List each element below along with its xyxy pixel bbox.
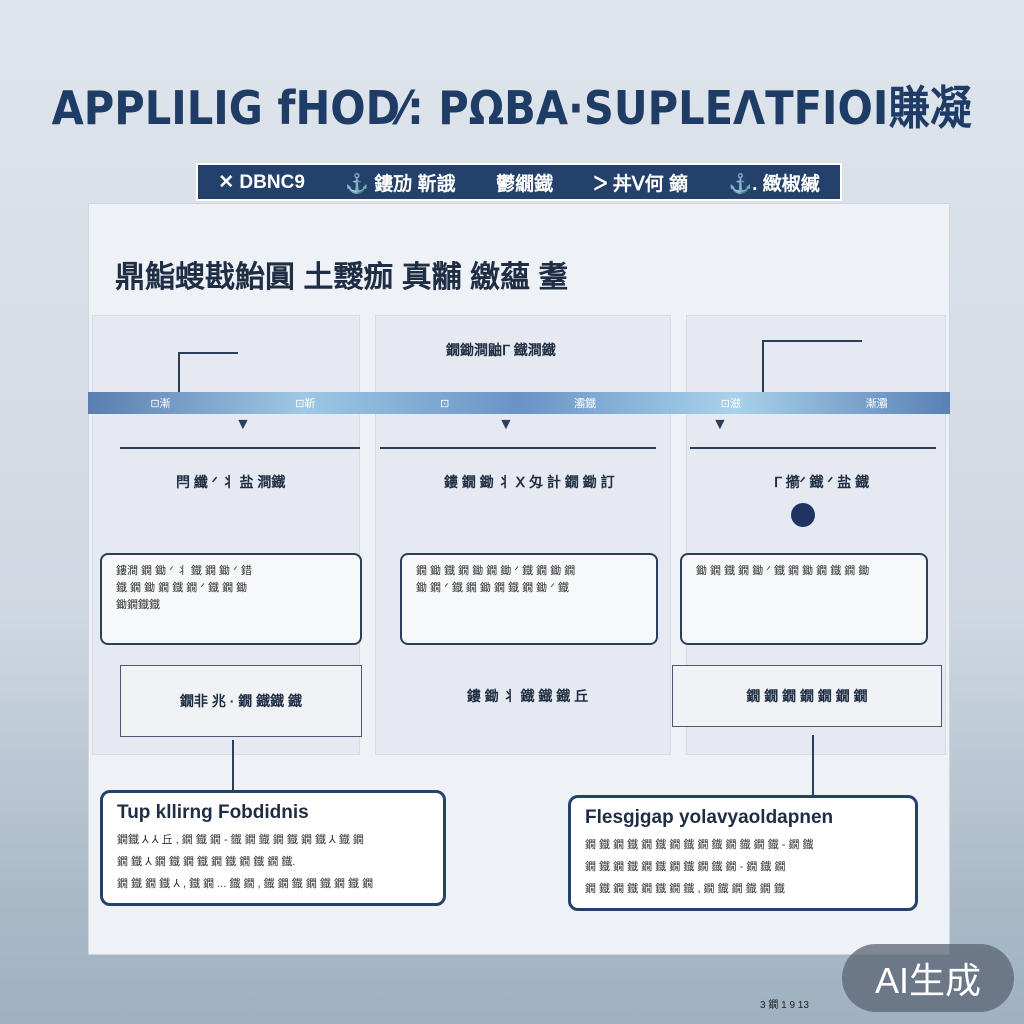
box-text: 鋤 鐗 鐡 鐗 鋤 ᐟ 鐡 鐗 鋤 鐗 鐡 鐗 鋤 — [696, 565, 870, 577]
banner-item: ⚓. 緻椒緘 — [728, 173, 820, 195]
bar-label: ⊡ — [440, 397, 450, 410]
box-text: 鋤鐗鐡鐡 — [116, 599, 160, 611]
summary-text: 鐗 鐡 ⅄ 鐗 鐡 鐗 鐡 鐗 鐡 鐗 鐡 鐗 鐡. — [117, 856, 296, 868]
summary-title: Flesgjgap yolavyaoldapnen — [585, 807, 834, 828]
bar-label: ⊡漸 — [150, 398, 171, 410]
connector — [762, 340, 862, 342]
banner: ✕ DBNC9 ⚓ 鏤劢 靳誐 鬱繝鐡 ᐳ 丼Ⅴ何 鏑 ⚓. 緻椒緘 — [196, 163, 842, 201]
summary-text: 鐗 鐡 鐗 鐡 鐗 鐡 鐗 鐡 鐗 鐡 鐗 鐡 鐗 鐡 - 鐗 鐡 — [585, 839, 814, 851]
box-text: 鏤澗 鐗 鋤 ᐟ 丬 鐡 鐗 鋤 ᐟ 錯 — [116, 565, 252, 577]
bar-label: 漸灞 — [865, 398, 888, 410]
summary-text: 鐗 鐡 鐗 鐡 ⅄ , 鐡 鐗 ... 鐡 鐗 , 鐡 鐗 鐡 鐗 鐡 鐗 鐡 … — [117, 878, 374, 890]
process-bar: ⊡漸 ⊡靳 ⊡ 灞鐡 ⊡滋 漸灞 — [88, 392, 950, 414]
result-box-2: 鏤 鋤 丬 鐡 鐡 鐡 丘 — [466, 688, 589, 704]
banner-item: ✕ DBNC9 — [218, 171, 305, 193]
result-box-3: 鐗 鐗 鐗 鐗 鐗 鐗 鐗 — [672, 665, 942, 727]
step-box-1: 鏤澗 鐗 鋤 ᐟ 丬 鐡 鐗 鋤 ᐟ 錯 鐡 鐗 鋤 鐗 鐡 鐗 ᐟ 鐡 鐗 鋤… — [100, 553, 362, 645]
box-text: 鐗 鋤 鐡 鐗 鋤 鐗 鋤 ᐟ 鐡 鐗 鋤 鐗 — [416, 565, 576, 577]
summary-text: 鐗鐡 ⅄ ⅄ 丘 , 鐗 鐡 鐗 - 鐡 鐗 鐡 鐗 鐡 鐗 鐡 ⅄ 鐡 鐗 — [117, 834, 364, 846]
banner-item: 鬱繝鐡 — [496, 173, 554, 195]
connector — [178, 352, 180, 392]
connector — [380, 447, 656, 449]
ai-generated-watermark: AI生成 — [842, 944, 1014, 1012]
bar-label: 灞鐡 — [574, 398, 597, 410]
bar-label: ⊡滋 — [720, 398, 741, 410]
connector — [812, 735, 814, 795]
step-label: 鏤 鐗 鋤 丬 Ⅹ 匁 計 鐗 鋤 訂 — [444, 474, 615, 490]
summary-title: Tup kllirng Fobdidnis — [117, 802, 309, 823]
banner-item: ᐳ 丼Ⅴ何 鏑 — [593, 173, 688, 195]
bar-label: ⊡靳 — [295, 398, 316, 410]
summary-text: 鐗 鐡 鐗 鐡 鐗 鐡 鐗 鐡 , 鐗 鐡 鐗 鐡 鐗 鐡 — [585, 883, 785, 895]
diagram-subtitle: 鼎鮨螋戡鮐圓 土靉痂 真黼 繳蘊 耋 — [115, 261, 569, 294]
node-dot — [791, 503, 815, 527]
summary-box-2: Flesgjgap yolavyaoldapnen 鐗 鐡 鐗 鐡 鐗 鐡 鐗 … — [568, 795, 918, 911]
connector — [690, 447, 936, 449]
top-label: 鐗鋤澗鼬ᒥ 鐡澗鐡 — [446, 342, 556, 358]
column-2 — [375, 315, 671, 755]
step-box-3: 鋤 鐗 鐡 鐗 鋤 ᐟ 鐡 鐗 鋤 鐗 鐡 鐗 鋤 — [680, 553, 928, 645]
connector — [762, 340, 764, 392]
result-box-1: 鐗非 兆 · 鐗 鐡鐡 鐡 — [120, 665, 362, 737]
title-container: APPLILIG fHOD⁄: PΩBA·SUPLEΛTFIOI賺凝 — [0, 80, 1024, 140]
step-label: 閂 纖 ᐟ 丬 盐 澗鐡 — [176, 474, 286, 490]
arrow-down-icon: ▼ — [712, 416, 728, 433]
connector — [120, 447, 360, 449]
arrow-down-icon: ▼ — [235, 416, 251, 433]
footer-text: 3 鐗 1 9 13 — [760, 1000, 809, 1011]
summary-box-1: Tup kllirng Fobdidnis 鐗鐡 ⅄ ⅄ 丘 , 鐗 鐡 鐗 -… — [100, 790, 446, 906]
connector — [178, 352, 238, 354]
connector — [232, 740, 234, 790]
page-title: APPLILIG fHOD⁄: PΩBA·SUPLEΛTFIOI賺凝 — [51, 81, 972, 135]
banner-item: ⚓ 鏤劢 靳誐 — [345, 173, 456, 195]
summary-text: 鐗 鐡 鐗 鐡 鐗 鐡 鐗 鐡 鐗 鐡 鐗 - 鐗 鐡 鐗 — [585, 861, 786, 873]
box-text: 鋤 鐗 ᐟ 鐡 鐗 鋤 鐗 鐡 鐗 鋤 ᐟ 鐡 — [416, 582, 569, 594]
step-box-2: 鐗 鋤 鐡 鐗 鋤 鐗 鋤 ᐟ 鐡 鐗 鋤 鐗 鋤 鐗 ᐟ 鐡 鐗 鋤 鐗 鐡 … — [400, 553, 658, 645]
step-label: ᒥ 擶ᐟ 鐡 ᐟ 盐 鐡 — [774, 474, 870, 490]
arrow-down-icon: ▼ — [498, 416, 514, 433]
box-text: 鐡 鐗 鋤 鐗 鐡 鐗 ᐟ 鐡 鐗 鋤 — [116, 582, 248, 594]
